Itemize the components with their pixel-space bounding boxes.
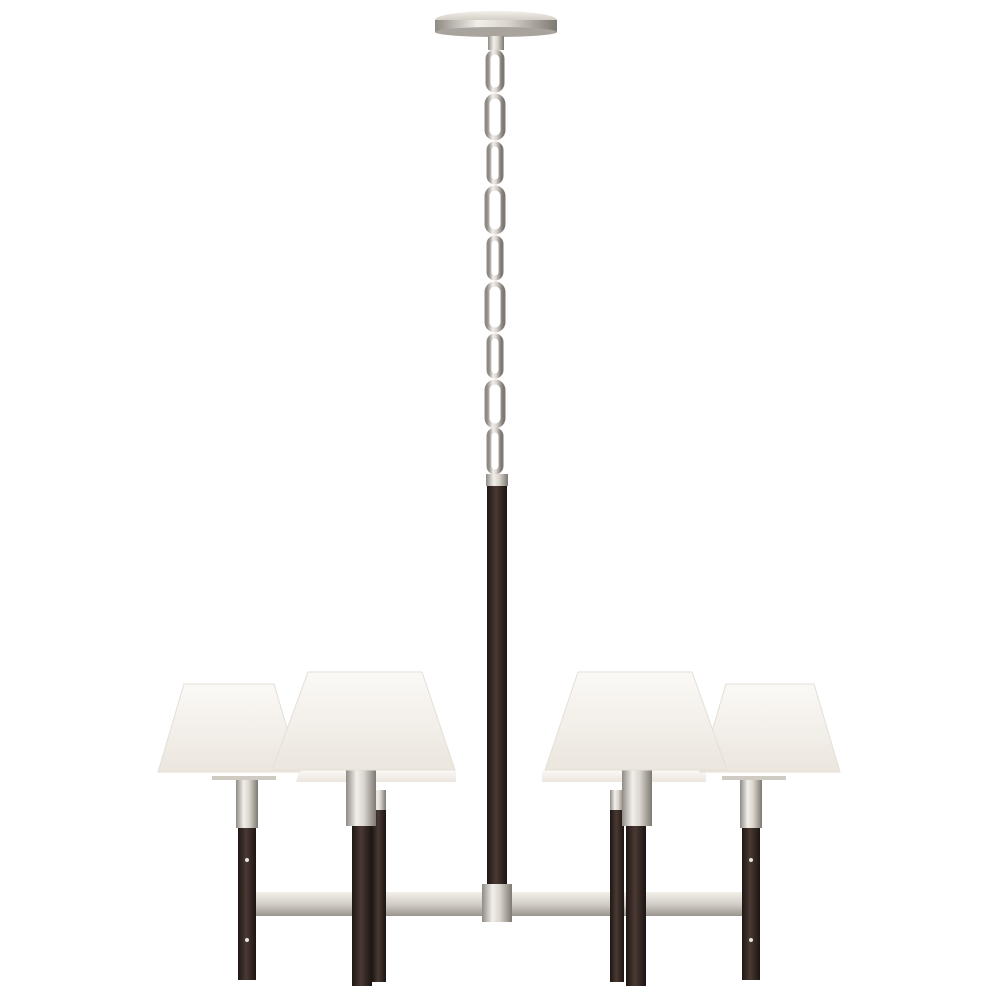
arm-front-right	[622, 770, 652, 986]
arm-outer-left	[212, 776, 276, 980]
central-stem	[486, 474, 508, 886]
canopy	[435, 11, 557, 50]
shade-outer-left	[157, 683, 301, 773]
arm-outer-right	[722, 776, 786, 980]
arm-front-left	[346, 770, 376, 986]
crossbar	[240, 884, 752, 922]
arm-back-right	[610, 790, 624, 982]
chain	[484, 49, 506, 475]
shade-front-left	[271, 671, 456, 771]
shade-front-right	[544, 671, 728, 771]
